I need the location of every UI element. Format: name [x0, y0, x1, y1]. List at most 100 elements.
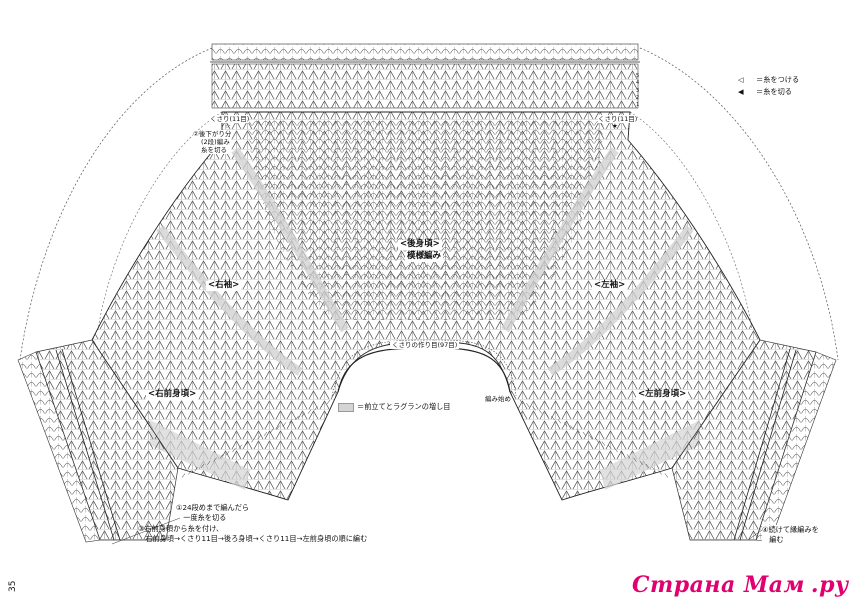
row-numbers: 5 4 3 2 1 — [636, 73, 639, 109]
row-tick-right — [526, 403, 530, 408]
note-line-4: 右前身頃→くさり11目→後ろ身頃→くさり11目→左前身頃の順に編む — [138, 534, 368, 544]
row-tick-right — [532, 406, 536, 411]
note-leader-left — [111, 517, 181, 545]
right-front-label: <右前身頃> — [146, 389, 199, 400]
left-front-edge-line-1 — [739, 349, 797, 541]
row-number-1: 1 — [636, 102, 640, 109]
row-tick-left — [307, 409, 312, 414]
left-sleeve-label: <左袖> — [592, 280, 628, 291]
row-tick-left — [314, 406, 318, 411]
watermark-logo: Страна Мам.ру — [632, 572, 849, 598]
row-tick-left — [270, 428, 274, 433]
front-band-shade-right — [600, 420, 700, 490]
row-tick-left — [232, 447, 236, 453]
row-tick-right — [664, 473, 669, 478]
row-tick-right — [601, 441, 606, 446]
front-band-shade-left — [150, 420, 250, 490]
row-tick-left — [225, 451, 230, 456]
raglan-shade-right-front — [547, 225, 694, 376]
row-tick-right — [614, 447, 618, 453]
row-tick-right — [576, 428, 580, 433]
row-tick-left — [213, 457, 217, 462]
note-line-1: ①24段めまで編んだら — [176, 503, 250, 512]
row-tick-left — [326, 399, 331, 405]
row-tick-left — [251, 438, 255, 443]
legend-item-attach: ◁ ＝糸をつける — [738, 74, 799, 86]
row-tick-right — [658, 470, 662, 475]
left-note: ②後下がり分 (2段)編み 糸を切る — [193, 130, 232, 155]
top-edging-band — [211, 43, 639, 61]
note-leader-right — [747, 529, 763, 541]
instruction-notes: ①24段めまで編んだら 一度糸を切る ③右前身頃から糸を付け、 右前身頃→くさり… — [138, 503, 367, 545]
star-white: ☆ — [225, 122, 231, 130]
row-tick-left — [301, 412, 305, 417]
watermark-text: Страна Мам — [632, 572, 805, 598]
row-tick-right — [639, 460, 643, 465]
top-rows-block — [211, 63, 639, 109]
row-tick-right — [633, 457, 637, 462]
row-tick-right — [608, 444, 612, 449]
chain-bottom-label: くさりの作り目(97目) — [390, 341, 460, 350]
chain-right-label: くさり(11目) — [598, 115, 638, 124]
left-note-line-1: ②後下がり分 — [193, 130, 232, 138]
right-front-edge-line-2 — [61, 348, 121, 541]
row-tick-left — [289, 419, 293, 424]
chain-left-label: くさり(11目) — [210, 115, 250, 124]
row-tick-right — [538, 409, 543, 414]
row-tick-right — [595, 438, 599, 443]
row-tick-left — [263, 431, 268, 437]
note-line-3: ③右前身頃から糸を付け、 — [138, 523, 224, 533]
row-number-2: 2 — [636, 94, 640, 101]
shade-swatch — [338, 402, 354, 412]
page-number: 35 — [8, 580, 18, 592]
raglan-shade-left-front — [156, 225, 303, 376]
row-tick-left — [276, 425, 280, 430]
row-tick-left — [320, 403, 324, 408]
legend-text-cut: ＝糸を切る — [756, 86, 792, 96]
left-note-line-3: 糸を切る — [201, 146, 227, 155]
left-front-label: <左前身頃> — [636, 389, 689, 400]
row-tick-right — [645, 463, 650, 469]
row-tick-right — [620, 451, 624, 456]
row-tick-left — [200, 463, 205, 469]
note-line-2: 一度糸を切る — [176, 513, 227, 523]
row-tick-right — [519, 399, 524, 405]
back-label: <後身頃> — [398, 239, 442, 250]
edge-guide-right — [639, 47, 839, 361]
left-note-line-2: (2段)編み — [201, 138, 230, 147]
edging-note: ④続けて縁編みを 編む — [762, 525, 819, 546]
legend-text-attach: ＝糸をつける — [756, 74, 800, 84]
row-tick-left — [207, 460, 211, 465]
right-front-edge-line-1 — [55, 349, 115, 541]
back-panel-fans — [248, 120, 604, 320]
edge-guide-right-inner — [629, 111, 753, 331]
right-front-edging — [17, 351, 101, 543]
star-black: ★ — [612, 122, 618, 130]
edge-guide-left-inner — [97, 111, 223, 331]
legend: ◁ ＝糸をつける ◀ ＝糸を切る — [738, 74, 799, 98]
raglan-shade-right-back — [501, 147, 619, 333]
raglan-shade-left-back — [231, 147, 349, 333]
row-tick-left — [257, 435, 261, 440]
row-tick-left — [282, 422, 287, 427]
row-number-4: 4 — [636, 80, 640, 87]
row-tick-right — [545, 412, 549, 417]
row-tick-right — [557, 419, 561, 424]
row-number-3: 3 — [636, 87, 640, 94]
row-tick-right — [563, 422, 568, 427]
edge-guide-left — [19, 47, 213, 361]
row-tick-left — [188, 470, 192, 475]
shade-legend-text: ＝前立てとラグランの増し目 — [357, 402, 451, 411]
row-tick-right — [570, 425, 574, 430]
row-tick-right — [652, 467, 656, 472]
edging-note-line-1: ④続けて縁編みを — [762, 525, 819, 534]
row-number-5: 5 — [636, 73, 640, 79]
row-tick-left — [219, 454, 224, 459]
row-tick-left — [244, 441, 249, 446]
cut-yarn-icon: ◀ — [738, 86, 744, 96]
row-tick-left — [181, 473, 186, 478]
row-tick-left — [295, 415, 299, 421]
row-tick-right — [589, 435, 593, 440]
